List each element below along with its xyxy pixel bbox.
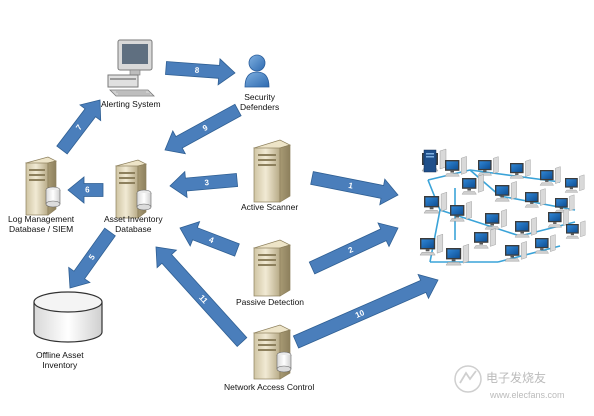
asset-inventory-label: Asset Inventory Database bbox=[104, 214, 163, 234]
offline-asset-line1: Offline Asset bbox=[36, 350, 84, 360]
workstation-icon bbox=[449, 201, 472, 222]
flow-arrow-8 bbox=[165, 58, 236, 86]
network-server-icon bbox=[423, 149, 437, 173]
asset-inventory-line2: Database bbox=[115, 224, 152, 234]
security-defenders-line1: Security bbox=[244, 92, 275, 102]
flow-arrow-number: 4 bbox=[208, 235, 216, 245]
database-small-icon bbox=[45, 186, 61, 208]
database-icon bbox=[33, 291, 103, 343]
offline-asset-line2: Inventory bbox=[42, 360, 78, 370]
server-icon bbox=[253, 239, 291, 297]
flow-arrow-4 bbox=[179, 220, 240, 257]
flow-arrow-number: 3 bbox=[204, 178, 210, 187]
workstation-icon bbox=[509, 159, 531, 179]
workstation-icon bbox=[461, 174, 484, 195]
flow-arrow-number: 6 bbox=[85, 186, 90, 195]
flow-arrow-number: 8 bbox=[195, 66, 201, 75]
log-management-line1: Log Management bbox=[8, 214, 75, 224]
flow-arrow-5 bbox=[68, 227, 116, 289]
workstation-icon bbox=[494, 181, 517, 202]
flow-arrow-number: 7 bbox=[74, 123, 84, 132]
workstation-icon bbox=[534, 234, 556, 254]
workstation-icon bbox=[514, 217, 537, 238]
server-icon bbox=[253, 139, 291, 203]
flow-arrow-number: 1 bbox=[348, 181, 355, 191]
workstation-icon bbox=[419, 233, 443, 256]
workstation-icon bbox=[444, 156, 467, 177]
flow-arrow-1 bbox=[310, 171, 399, 206]
network-cluster-image bbox=[419, 148, 586, 266]
flow-arrow-7 bbox=[56, 99, 102, 155]
workstation-icon bbox=[539, 166, 561, 186]
watermark-cn: 电子发烧友 bbox=[486, 371, 547, 385]
computer-icon bbox=[107, 39, 155, 97]
workstation-icon bbox=[547, 208, 569, 228]
flow-arrow-11 bbox=[155, 246, 248, 347]
workstation-icon bbox=[524, 188, 546, 208]
security-defenders-label: Security Defenders bbox=[240, 92, 279, 112]
flow-arrow-number: 2 bbox=[347, 245, 355, 255]
flow-arrow-10 bbox=[292, 273, 439, 349]
workstation-icon bbox=[423, 191, 447, 214]
log-management-line2: Database / SIEM bbox=[8, 224, 74, 234]
flow-arrow-number: 9 bbox=[201, 123, 210, 133]
workstation-icon bbox=[504, 241, 527, 262]
alerting-system-label: Alerting System bbox=[101, 99, 161, 109]
workstation-icon bbox=[565, 220, 586, 239]
watermark-url: www.elecfans.com bbox=[490, 390, 565, 400]
active-scanner-label: Active Scanner bbox=[241, 202, 299, 212]
workstation-icon bbox=[477, 156, 499, 176]
database-small-icon bbox=[136, 189, 152, 211]
workstation-icon bbox=[564, 174, 585, 193]
workstation-icon bbox=[445, 243, 469, 266]
watermark-logo-icon bbox=[454, 365, 482, 393]
flow-arrow-number: 5 bbox=[87, 252, 97, 261]
workstation-icon bbox=[473, 228, 496, 249]
offline-asset-label: Offline Asset Inventory bbox=[36, 350, 84, 370]
workstation-icon bbox=[484, 209, 507, 230]
security-defenders-line2: Defenders bbox=[240, 102, 280, 112]
asset-inventory-line1: Asset Inventory bbox=[104, 214, 163, 224]
flow-arrow-3 bbox=[169, 170, 239, 199]
network-access-control-label: Network Access Control bbox=[224, 382, 315, 392]
database-small-icon bbox=[276, 351, 292, 373]
log-management-label: Log Management Database / SIEM bbox=[8, 214, 74, 234]
flow-arrow-6 bbox=[67, 176, 104, 204]
flow-arrow-number: 10 bbox=[354, 308, 366, 320]
person-icon bbox=[244, 54, 270, 88]
passive-detection-label: Passive Detection bbox=[236, 297, 305, 307]
flow-arrow-2 bbox=[308, 222, 399, 275]
flow-arrow-9 bbox=[164, 103, 242, 155]
